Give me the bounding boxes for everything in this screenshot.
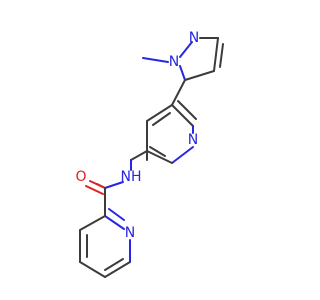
bond-co-1 <box>89 180 106 189</box>
atom-n-pyridine-top-text: N <box>188 132 198 148</box>
bond-pyrazole-pyridine <box>171 79 186 106</box>
bond-q1 <box>104 215 125 230</box>
bond-q6 <box>79 215 106 231</box>
bond-c4-c5 <box>184 70 215 81</box>
bond-n1-n2 <box>179 41 193 58</box>
atom-label-o: O <box>75 169 86 185</box>
bond-c3-c4-double <box>219 43 224 68</box>
atom-label-n-pyridine-bottom: N <box>125 225 135 241</box>
atom-n2-text: N <box>189 30 199 46</box>
bond-p4 <box>146 150 173 164</box>
bond-q1-double <box>108 208 125 221</box>
bond-nh-carbonyl <box>104 181 124 189</box>
atom-nh-text: NH <box>121 169 142 185</box>
bond-p6-double <box>152 112 171 126</box>
molecule-structure: N N N NH O N <box>75 30 224 278</box>
bond-q4 <box>79 261 106 278</box>
bond-c5-n1 <box>179 65 186 81</box>
atom-label-n-pyridine-top: N <box>188 132 198 148</box>
atom-n-pyridine-bottom-text: N <box>125 225 135 241</box>
atom-label-n1: N <box>169 54 179 70</box>
bond-c3-c4 <box>213 37 219 72</box>
bond-q3-double <box>104 258 124 271</box>
atom-label-n2: N <box>189 30 199 46</box>
atom-label-nh: NH <box>121 169 142 185</box>
bond-co-2 <box>85 185 104 195</box>
bond-p1-double <box>177 100 197 120</box>
pyridine-ring-top <box>146 100 197 164</box>
atom-o-text: O <box>75 169 86 185</box>
atom-n1-text: N <box>169 54 179 70</box>
bond-p1 <box>171 104 194 127</box>
bond-p3 <box>171 146 194 164</box>
bond-p4-double <box>149 146 166 157</box>
pyrazole-ring <box>179 37 224 81</box>
bond-q3 <box>104 261 131 278</box>
bond-ch2-a <box>130 150 148 161</box>
bond-p6 <box>146 104 173 122</box>
pyridine-ring-bottom <box>79 208 131 278</box>
bond-n1-methyl <box>142 57 169 63</box>
